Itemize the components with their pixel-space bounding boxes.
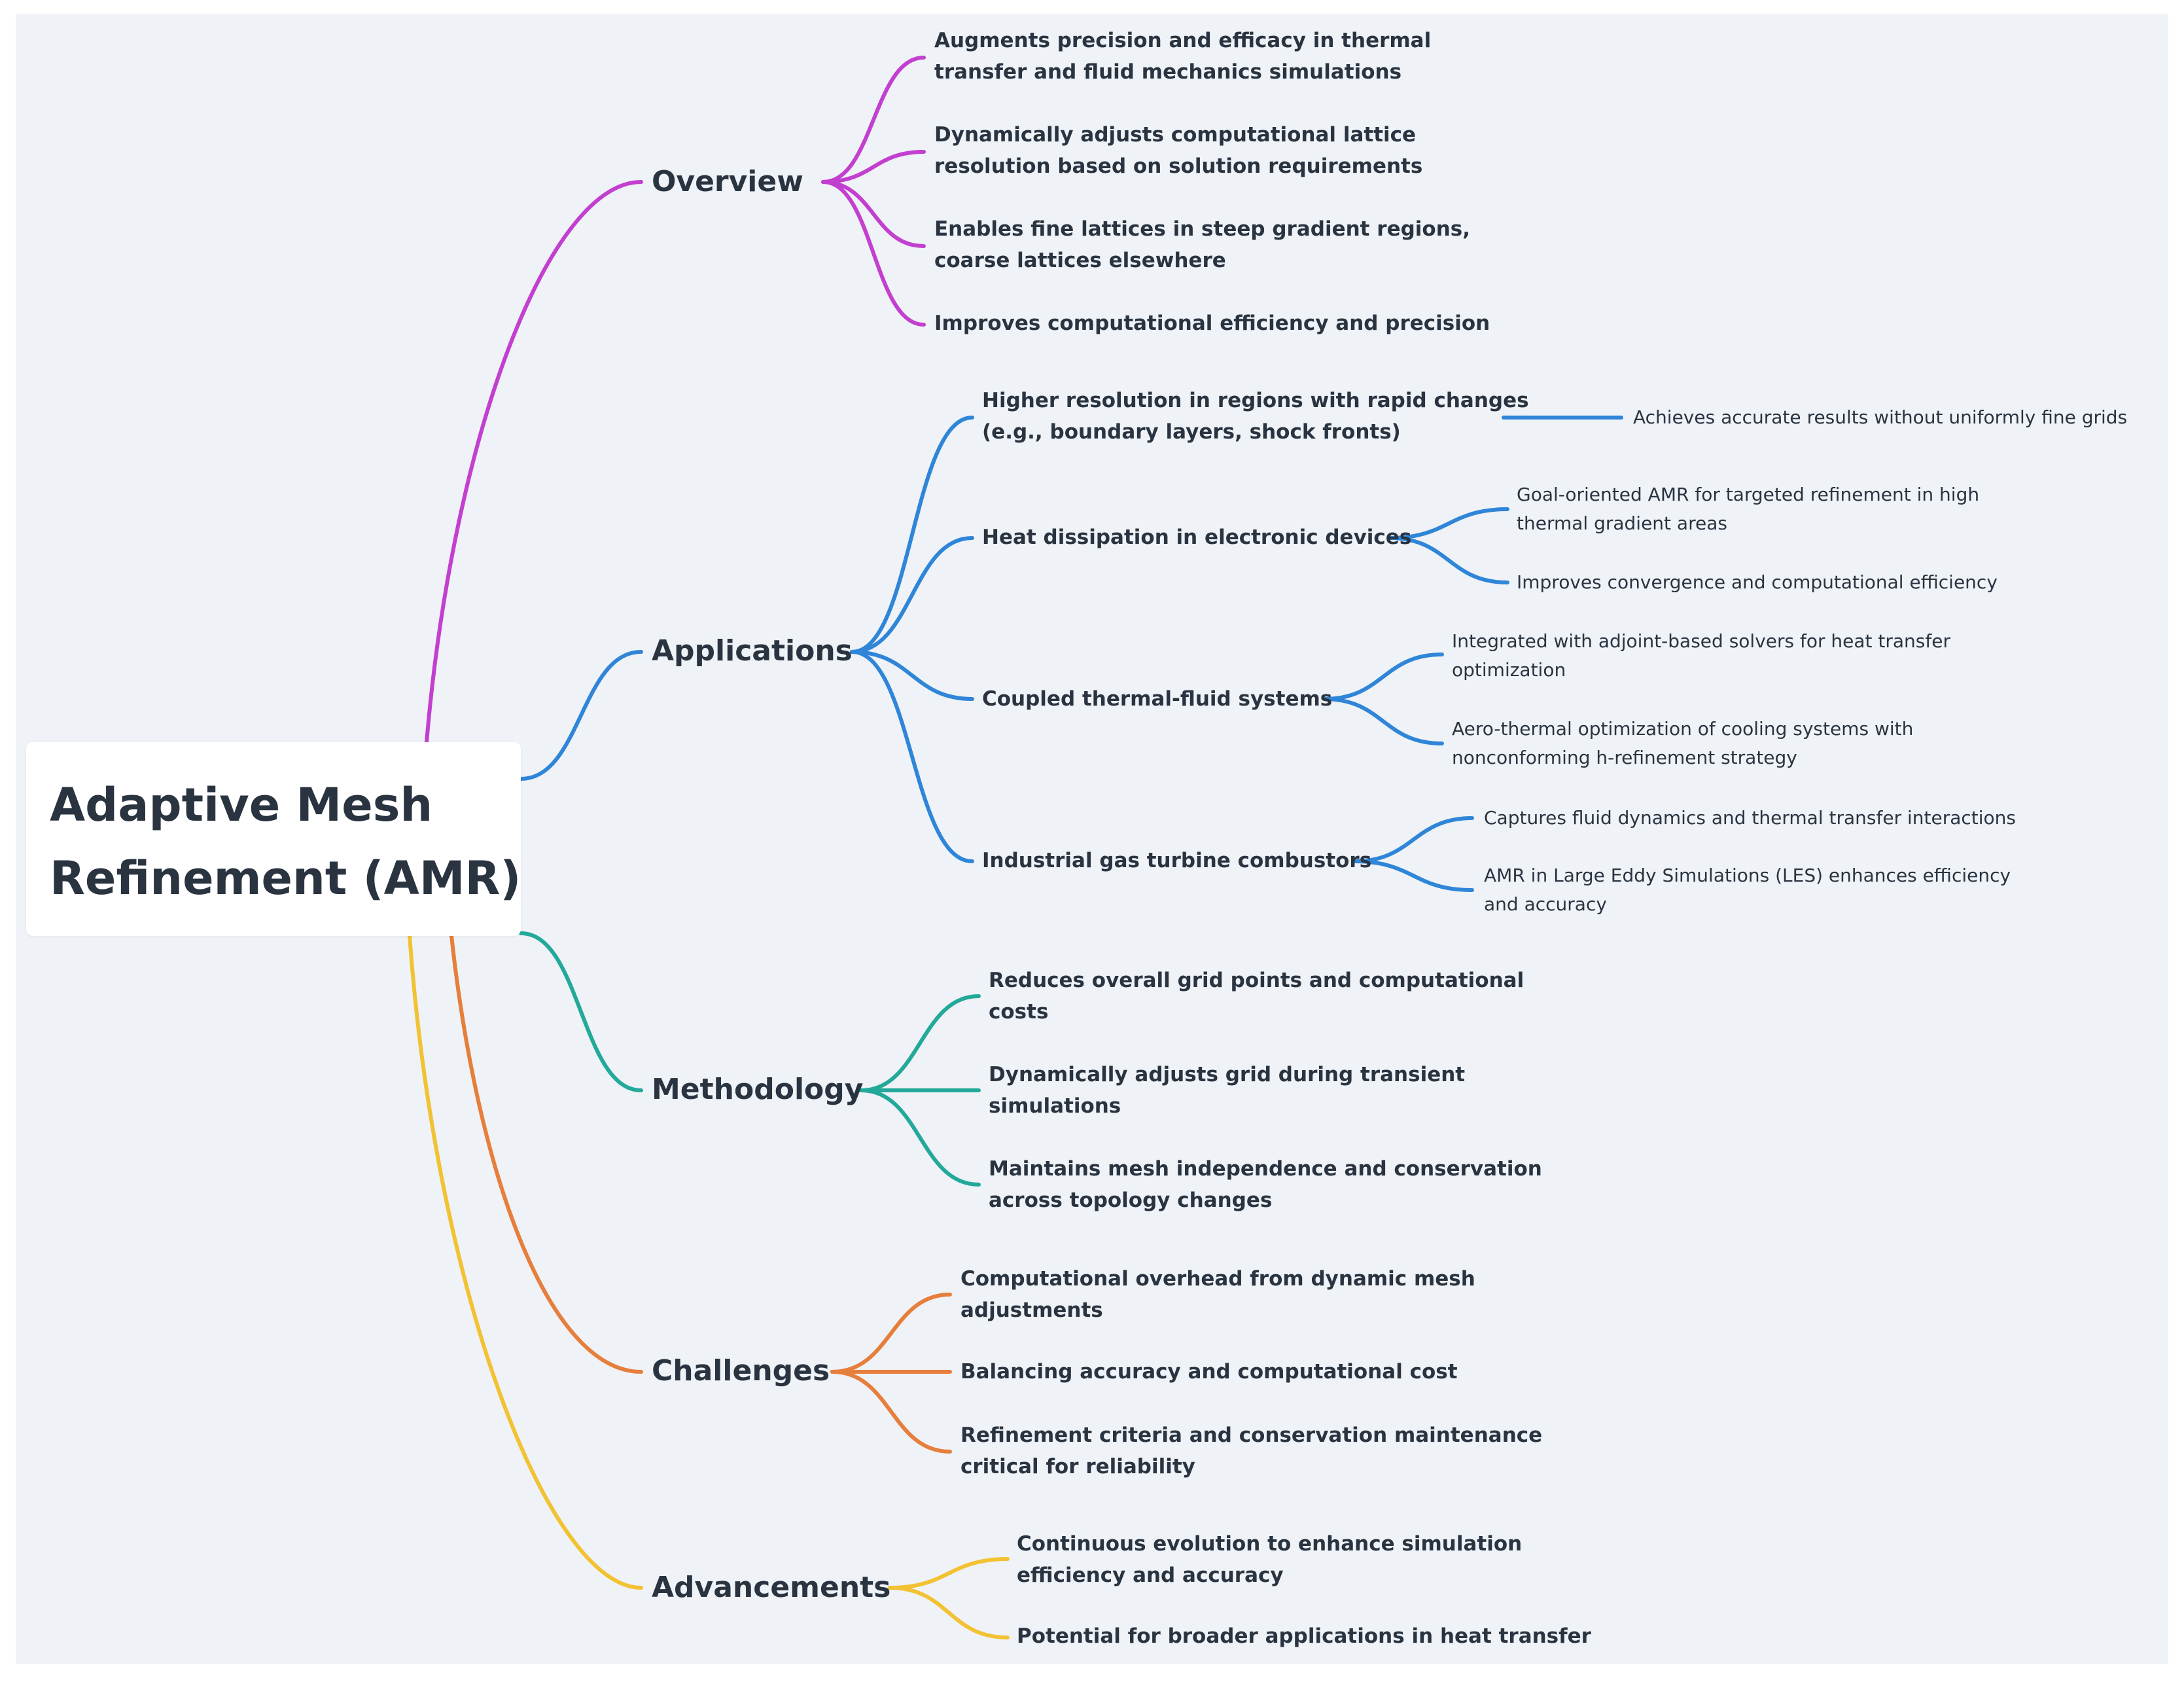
connector-applications-detail	[1352, 816, 1474, 863]
leaf-line: Balancing accuracy and computational cos…	[960, 1360, 1458, 1384]
applications-detail[interactable]: Goal-oriented AMR for targeted refinemen…	[1517, 480, 1979, 538]
methodology-item[interactable]: Maintains mesh independence and conserva…	[989, 1153, 1542, 1216]
challenges-item[interactable]: Refinement criteria and conservation mai…	[960, 1420, 1542, 1482]
connector-applications-item	[850, 650, 974, 863]
leaf-line: AMR in Large Eddy Simulations (LES) enha…	[1484, 865, 2011, 886]
leaf-line: nonconforming h-refinement strategy	[1452, 747, 1797, 768]
root-title: Adaptive Mesh Refinement (AMR)	[50, 768, 521, 915]
applications-detail[interactable]: Integrated with adjoint-based solvers fo…	[1452, 627, 1950, 685]
applications-detail[interactable]: AMR in Large Eddy Simulations (LES) enha…	[1484, 861, 2011, 919]
connector-root-methodology	[519, 931, 643, 1092]
connector-applications-detail	[1352, 859, 1474, 892]
connector-overview-item	[821, 150, 926, 184]
root-title-line: Refinement (AMR)	[50, 851, 521, 905]
connector-challenges-item	[830, 1370, 952, 1454]
connector-methodology-item	[859, 994, 981, 1092]
branch-advancements[interactable]: Advancements	[652, 1571, 891, 1604]
applications-detail[interactable]: Aero-thermal optimization of cooling sys…	[1452, 715, 1913, 772]
leaf-line: Dynamically adjusts grid during transien…	[989, 1063, 1466, 1086]
connector-methodology-item	[859, 1088, 981, 1187]
connector-applications-item	[850, 650, 974, 701]
leaf-line: Maintains mesh independence and conserva…	[989, 1157, 1542, 1181]
applications-item[interactable]: Higher resolution in regions with rapid …	[982, 385, 1529, 448]
root-node[interactable]: Adaptive Mesh Refinement (AMR)	[26, 742, 521, 936]
leaf-line: Improves convergence and computational e…	[1517, 571, 1998, 593]
challenges-item[interactable]: Computational overhead from dynamic mesh…	[960, 1263, 1475, 1326]
leaf-line: Coupled thermal-fluid systems	[982, 687, 1333, 711]
applications-detail[interactable]: Captures fluid dynamics and thermal tran…	[1484, 804, 2016, 832]
applications-detail[interactable]: Improves convergence and computational e…	[1517, 568, 1998, 597]
leaf-line: efficiency and accuracy	[1017, 1564, 1284, 1587]
leaf-line: Integrated with adjoint-based solvers fo…	[1452, 630, 1950, 652]
connector-root-challenges	[449, 934, 643, 1374]
applications-detail[interactable]: Achieves accurate results without unifor…	[1633, 403, 2127, 432]
connector-applications-detail	[1388, 536, 1509, 584]
leaf-line: critical for reliability	[960, 1455, 1195, 1478]
leaf-line: Improves computational efficiency and pr…	[934, 312, 1490, 335]
leaf-line: coarse lattices elsewhere	[934, 249, 1226, 272]
connector-root-advancements	[408, 934, 643, 1590]
connector-applications-item	[850, 536, 974, 654]
leaf-line: Refinement criteria and conservation mai…	[960, 1423, 1543, 1447]
branch-overview[interactable]: Overview	[652, 165, 803, 198]
leaf-line: Computational overhead from dynamic mesh	[960, 1267, 1475, 1291]
methodology-item[interactable]: Reduces overall grid points and computat…	[989, 965, 1524, 1028]
leaf-line: Achieves accurate results without unifor…	[1633, 406, 2128, 428]
leaf-line: adjustments	[960, 1298, 1103, 1322]
leaf-line: Dynamically adjusts computational lattic…	[934, 123, 1417, 147]
branch-applications[interactable]: Applications	[652, 634, 853, 668]
branch-methodology[interactable]: Methodology	[652, 1073, 864, 1106]
leaf-line: Augments precision and efficacy in therm…	[934, 29, 1432, 52]
leaf-line: Enables fine lattices in steep gradient …	[934, 217, 1471, 241]
leaf-line: transfer and fluid mechanics simulations	[934, 60, 1402, 84]
connector-overview-item	[821, 180, 926, 327]
leaf-line: Aero-thermal optimization of cooling sys…	[1452, 718, 1914, 740]
overview-item[interactable]: Enables fine lattices in steep gradient …	[934, 213, 1470, 276]
leaf-line: and accuracy	[1484, 893, 1607, 915]
connector-challenges-item	[830, 1293, 952, 1374]
leaf-line: Goal-oriented AMR for targeted refinemen…	[1517, 484, 1980, 505]
leaf-line: Captures fluid dynamics and thermal tran…	[1484, 807, 2016, 829]
leaf-line: simulations	[989, 1094, 1121, 1118]
leaf-line: (e.g., boundary layers, shock fronts)	[982, 420, 1401, 444]
connector-applications-detail	[1388, 507, 1509, 540]
leaf-line: Potential for broader applications in he…	[1017, 1624, 1591, 1648]
branch-challenges[interactable]: Challenges	[652, 1354, 830, 1387]
applications-item[interactable]: Industrial gas turbine combustors	[982, 845, 1371, 876]
connector-root-overview	[425, 180, 643, 744]
advancements-item[interactable]: Continuous evolution to enhance simulati…	[1017, 1528, 1522, 1591]
applications-item[interactable]: Heat dissipation in electronic devices	[982, 522, 1411, 553]
overview-item[interactable]: Dynamically adjusts computational lattic…	[934, 119, 1422, 182]
connector-advancements-item	[888, 1557, 1010, 1590]
advancements-item[interactable]: Potential for broader applications in he…	[1017, 1620, 1591, 1652]
leaf-line: Heat dissipation in electronic devices	[982, 526, 1412, 549]
leaf-line: thermal gradient areas	[1517, 512, 1727, 534]
overview-item[interactable]: Augments precision and efficacy in therm…	[934, 25, 1431, 88]
overview-item[interactable]: Improves computational efficiency and pr…	[934, 308, 1490, 339]
methodology-item[interactable]: Dynamically adjusts grid during transien…	[989, 1059, 1465, 1122]
leaf-line: optimization	[1452, 659, 1566, 681]
connector-root-applications	[519, 650, 643, 781]
connector-applications-item	[850, 416, 974, 654]
applications-item[interactable]: Coupled thermal-fluid systems	[982, 683, 1332, 715]
leaf-line: Reduces overall grid points and computat…	[989, 969, 1524, 992]
leaf-line: across topology changes	[989, 1189, 1273, 1212]
connector-overview-item	[821, 56, 926, 184]
leaf-line: Higher resolution in regions with rapid …	[982, 389, 1529, 412]
connector-overview-item	[821, 180, 926, 248]
leaf-line: Continuous evolution to enhance simulati…	[1017, 1532, 1523, 1556]
leaf-line: costs	[989, 1000, 1049, 1024]
connector-applications-detail	[1322, 653, 1444, 701]
leaf-line: Industrial gas turbine combustors	[982, 849, 1372, 872]
root-title-line: Adaptive Mesh	[50, 778, 433, 832]
challenges-item[interactable]: Balancing accuracy and computational cos…	[960, 1356, 1458, 1387]
connector-applications-detail	[1322, 697, 1444, 745]
connector-advancements-item	[888, 1586, 1010, 1639]
leaf-line: resolution based on solution requirement…	[934, 154, 1423, 178]
